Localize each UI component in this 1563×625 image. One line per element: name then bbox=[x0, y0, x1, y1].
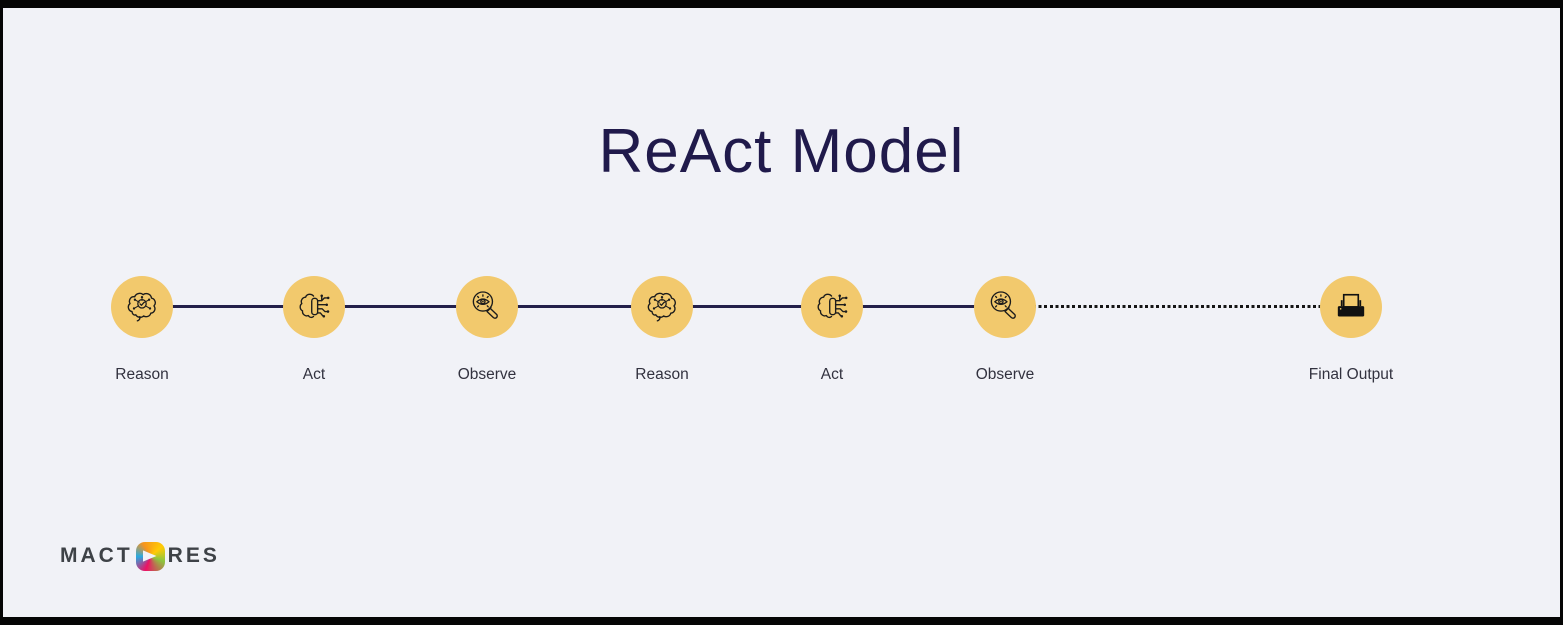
step-reason-1: Reason bbox=[67, 276, 217, 384]
step-label: Final Output bbox=[1308, 366, 1394, 383]
brain-check-icon bbox=[127, 292, 156, 322]
step-label: Act bbox=[820, 366, 844, 383]
mactores-logo: MACT RES bbox=[60, 540, 220, 572]
logo-text-left: MACT bbox=[60, 544, 133, 567]
step-label: Reason bbox=[115, 366, 169, 383]
solid-connector-line bbox=[142, 305, 1005, 308]
step-label: Act bbox=[302, 366, 326, 383]
magnifier-eye-icon bbox=[472, 291, 498, 319]
react-loop-timeline: Reason bbox=[3, 8, 1560, 617]
step-observe-1: Observe bbox=[412, 276, 562, 384]
step-circle bbox=[111, 276, 173, 338]
dotted-connector-line bbox=[1005, 305, 1351, 308]
step-circle bbox=[456, 276, 518, 338]
step-label: Reason bbox=[635, 366, 689, 383]
step-circle bbox=[801, 276, 863, 338]
step-circle bbox=[631, 276, 693, 338]
printer-icon bbox=[1337, 293, 1365, 317]
step-label: Observe bbox=[975, 366, 1035, 383]
step-circle bbox=[283, 276, 345, 338]
step-final-output: Final Output bbox=[1276, 276, 1426, 384]
step-observe-2: Observe bbox=[930, 276, 1080, 384]
mactores-logo-o-icon bbox=[135, 541, 165, 571]
magnifier-eye-icon bbox=[990, 291, 1016, 319]
brain-chip-icon bbox=[299, 293, 330, 319]
page-title: ReAct Model bbox=[598, 117, 965, 186]
step-label: Observe bbox=[457, 366, 517, 383]
brain-chip-icon bbox=[817, 293, 848, 319]
step-act-1: Act bbox=[239, 276, 389, 384]
step-act-2: Act bbox=[757, 276, 907, 384]
logo-o-core-shape bbox=[142, 550, 157, 562]
logo-text-right: RES bbox=[167, 544, 220, 567]
step-circle bbox=[1320, 276, 1382, 338]
step-reason-2: Reason bbox=[587, 276, 737, 384]
step-circle bbox=[974, 276, 1036, 338]
brain-check-icon bbox=[647, 292, 676, 322]
